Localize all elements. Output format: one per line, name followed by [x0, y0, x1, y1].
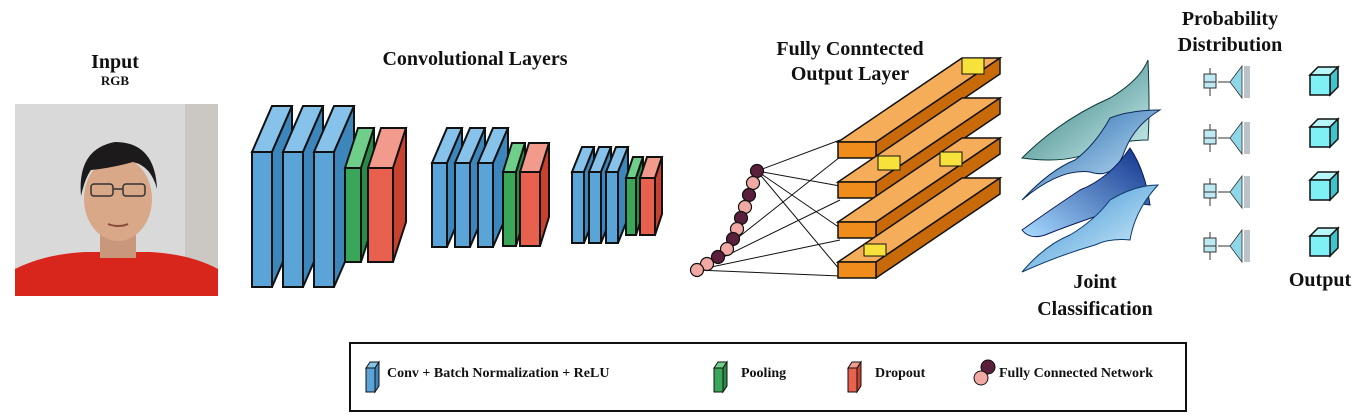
fully-connected-nodes: [689, 163, 765, 278]
conv-group-2: [430, 127, 551, 248]
dropout-slab: [366, 127, 408, 263]
fc-output-bar: [835, 56, 1003, 160]
conv-legend-icon: [365, 360, 380, 394]
fc-output-bar: [835, 176, 1003, 280]
output-cube: [1308, 65, 1340, 97]
output-cube: [1308, 170, 1340, 202]
conv-slab: [604, 146, 630, 244]
output-cube: [1308, 226, 1340, 258]
input-title: Input: [91, 51, 139, 73]
joint-label-line1: Joint: [1073, 271, 1117, 293]
joint-wave: [1020, 59, 1150, 161]
legend-fcn-label: Fully Connected Network: [999, 366, 1153, 381]
conv-layers-title: Convolutional Layers: [382, 48, 568, 70]
input-face-photo: [15, 104, 218, 296]
probability-title-line2: Distribution: [1177, 34, 1283, 56]
joint-wave: [1021, 184, 1160, 273]
conv-group-3: [570, 146, 664, 244]
fcn-legend-icon: [973, 359, 996, 386]
joint-wave: [1021, 147, 1151, 238]
fc-output-title-line2: Output Layer: [790, 63, 910, 85]
fc-connections: [696, 139, 841, 277]
legend-dropout-label: Dropout: [875, 366, 926, 381]
fc-output-bar: [835, 96, 1003, 200]
legend-conv-label: Conv + Batch Normalization + ReLU: [387, 366, 610, 381]
input-subtitle: RGB: [100, 73, 130, 88]
probability-glyph: [1203, 174, 1250, 210]
probability-title-line1: Probability: [1181, 8, 1279, 30]
probability-glyph: [1203, 64, 1250, 100]
conv-group-1: [250, 105, 408, 288]
probability-glyph: [1203, 120, 1250, 156]
joint-wave: [1021, 109, 1162, 201]
legend: Conv + Batch Normalization + ReLU Poolin…: [349, 342, 1187, 412]
output-label: Output: [1288, 269, 1352, 291]
dropout-slab: [638, 156, 664, 236]
probability-glyph: [1203, 228, 1250, 264]
dropout-legend-icon: [847, 360, 862, 394]
joint-label-line2: Classification: [1037, 298, 1153, 320]
output-cube: [1308, 117, 1340, 149]
legend-pooling-label: Pooling: [741, 366, 787, 381]
fc-output-title-line1: Fully Conntected: [776, 38, 924, 60]
fc-output-bar: [835, 136, 1003, 240]
dropout-slab: [518, 142, 551, 247]
pooling-legend-icon: [713, 360, 728, 394]
